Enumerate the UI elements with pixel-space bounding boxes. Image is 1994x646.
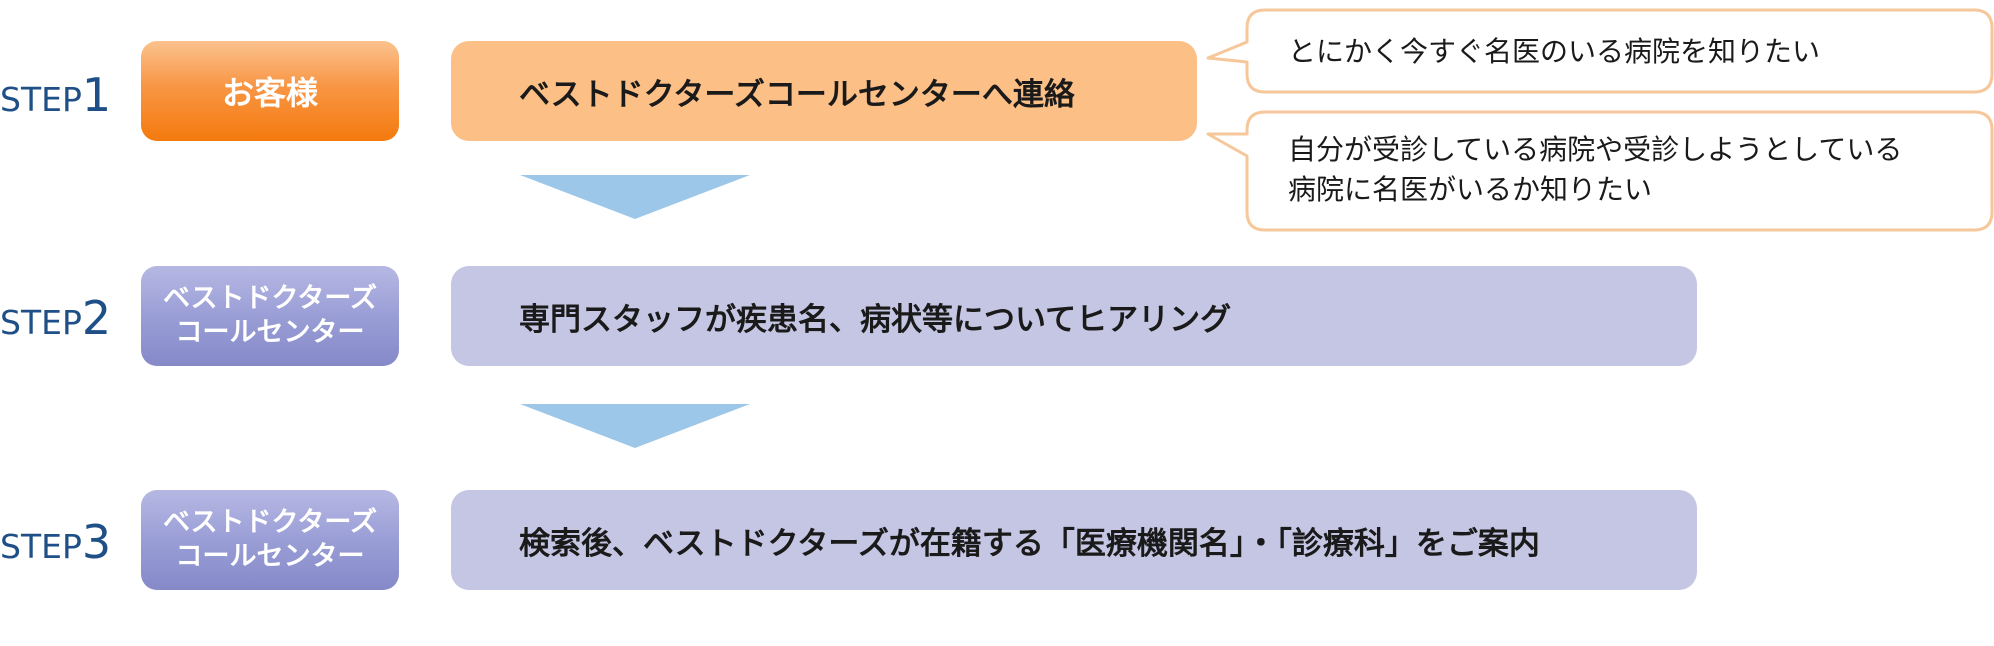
speech-bubble-2-line-2: 病院に名医がいるか知りたい: [1288, 173, 1653, 206]
down-arrow-icon: [520, 404, 750, 448]
step-3-actor-line-2: コールセンター: [175, 541, 365, 572]
step-1-action: ベストドクターズコールセンターへ連絡: [451, 41, 1197, 141]
step-1-label: STEP1: [0, 72, 111, 118]
step-2-action: 専門スタッフが疾患名、病状等についてヒアリング: [451, 266, 1697, 366]
down-arrow-icon: [520, 175, 750, 219]
speech-bubble-1: [1206, 8, 1994, 94]
speech-bubble-2-text: 自分が受診している病院や受診しようとしている 病院に名医がいるか知りたい: [1288, 130, 1902, 210]
step-2-actor-line-1: ベストドクターズ: [162, 283, 378, 314]
step-3-actor-line-1: ベストドクターズ: [162, 507, 378, 538]
speech-bubble-2: [1206, 110, 1994, 232]
step-2-actor-call-center: ベストドクターズ コールセンター: [141, 266, 399, 366]
step-3-action: 検索後、ベストドクターズが在籍する「医療機関名」・「診療科」をご案内: [451, 490, 1697, 590]
step-2-actor-line-2: コールセンター: [175, 317, 365, 348]
step-3-action-text: 検索後、ベストドクターズが在籍する「医療機関名」・「診療科」をご案内: [519, 525, 1540, 562]
speech-bubble-2-line-1: 自分が受診している病院や受診しようとしている: [1288, 133, 1903, 166]
speech-bubble-1-text: とにかく今すぐ名医のいる病院を知りたい: [1288, 32, 1820, 72]
step-3-number: 3: [81, 515, 112, 569]
step-1-action-text: ベストドクターズコールセンターへ連絡: [519, 76, 1075, 113]
step-1-word: STEP: [0, 80, 82, 119]
step-1-actor-customer: お客様: [141, 41, 399, 141]
step-3-word: STEP: [0, 527, 82, 566]
step-1-number: 1: [81, 68, 112, 122]
step-2-word: STEP: [0, 303, 82, 342]
step-2-number: 2: [81, 291, 112, 345]
step-2-action-text: 専門スタッフが疾患名、病状等についてヒアリング: [519, 301, 1232, 338]
speech-bubble-1-line-1: とにかく今すぐ名医のいる病院を知りたい: [1288, 35, 1821, 68]
step-2-label: STEP2: [0, 295, 111, 341]
step-3-actor-call-center: ベストドクターズ コールセンター: [141, 490, 399, 590]
speech-bubbles: [1206, 8, 1994, 232]
step-1-actor-line-1: お客様: [221, 74, 318, 112]
step-3-label: STEP3: [0, 519, 111, 565]
